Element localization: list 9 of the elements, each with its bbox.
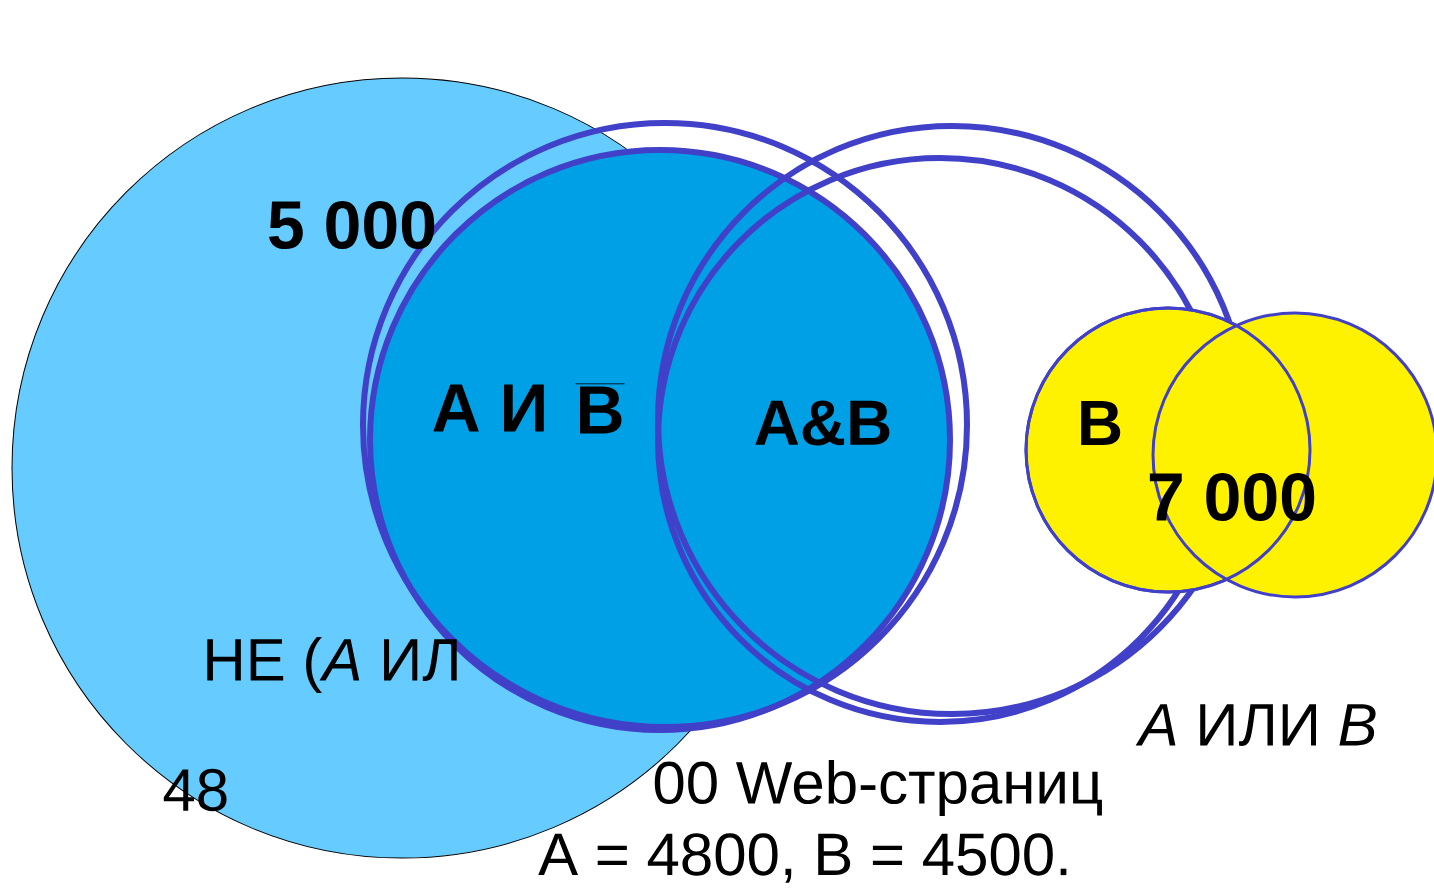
set-label: А ИЛИ В (1135, 704, 1376, 746)
note-text: А = 4800, В = 4500. (538, 833, 1067, 883)
count-label: 5 000 (269, 200, 435, 250)
set-label: НЕ (А ИЛ (207, 637, 457, 693)
set-label: B (575, 383, 625, 434)
set-label: А И (433, 384, 544, 432)
set-label: B (1081, 401, 1121, 445)
set-label: A&B (755, 400, 890, 446)
note-text: 00 Web-страниц (654, 760, 1102, 816)
